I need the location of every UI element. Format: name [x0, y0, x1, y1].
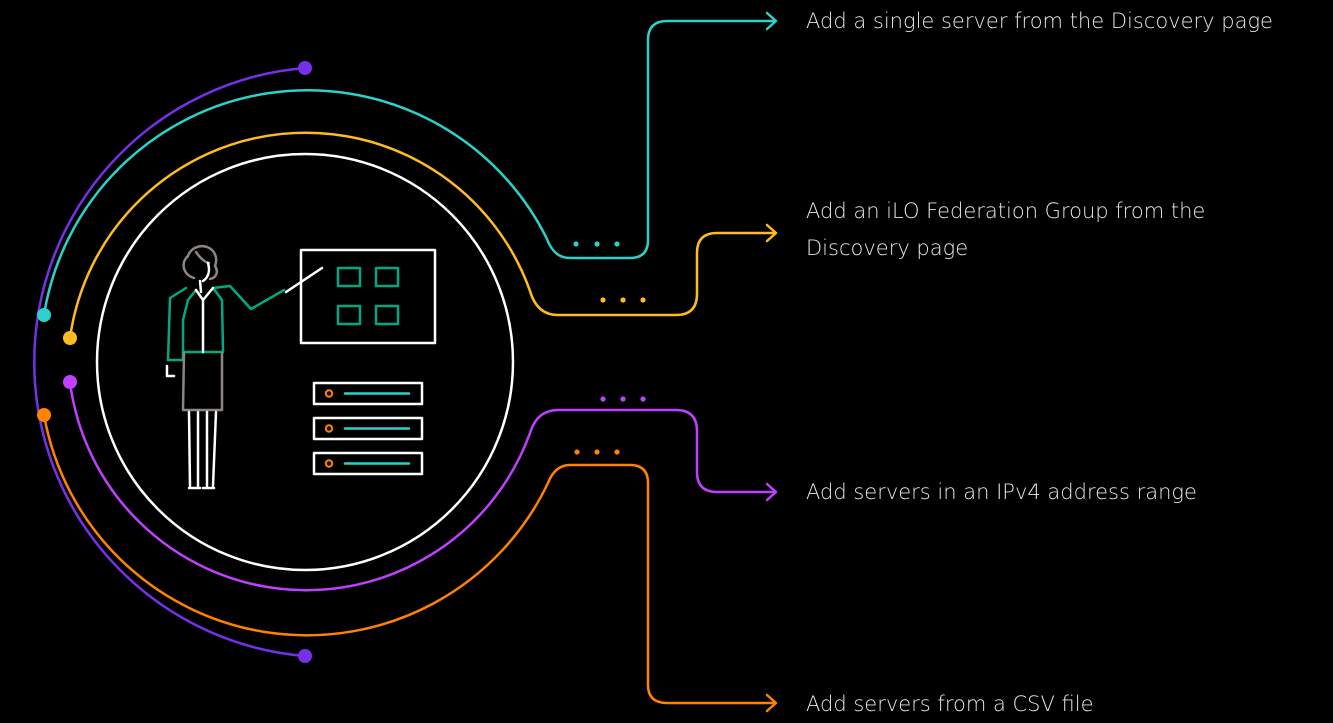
option-label-csv-file: Add servers from a CSV file — [806, 686, 1094, 723]
option-label-ilo-federation-group: Add an iLO Federation Group from the Dis… — [806, 193, 1205, 267]
connector-purple — [68, 380, 777, 592]
connector-yellow — [68, 131, 777, 340]
option-text-line: Add a single server from the Discovery p… — [806, 9, 1273, 33]
presentation-board-icon — [284, 248, 437, 345]
option-label-ipv4-range: Add servers in an IPv4 address range — [806, 474, 1197, 511]
inner-circle — [95, 152, 515, 572]
endpoint-dot-orange — [37, 408, 51, 422]
ellipsis-yellow-icon — [600, 297, 646, 303]
ellipsis-teal-icon — [573, 241, 620, 247]
presenter-icon — [165, 244, 286, 490]
option-label-single-server: Add a single server from the Discovery p… — [806, 3, 1273, 40]
endpoint-dot-teal — [37, 308, 51, 322]
ring-end-dot-bottom — [298, 649, 312, 663]
arrow-orange-icon — [765, 693, 778, 713]
option-text-line: Add servers in an IPv4 address range — [806, 480, 1197, 504]
option-text-line: Add servers from a CSV file — [806, 692, 1094, 716]
outer-ring-arc — [33, 66, 307, 658]
ellipsis-orange-icon — [574, 449, 620, 455]
connector-orange — [42, 413, 777, 705]
arrow-yellow-icon — [765, 223, 778, 243]
ellipsis-purple-icon — [600, 396, 646, 402]
option-text-line: Discovery page — [806, 236, 969, 260]
ring-end-dot-top — [298, 61, 312, 75]
arrow-teal-icon — [765, 11, 778, 31]
endpoint-dot-purple — [63, 375, 77, 389]
connector-teal — [42, 19, 777, 317]
option-text-line: Add an iLO Federation Group from the — [806, 199, 1206, 223]
endpoint-dot-yellow — [63, 331, 77, 345]
arrow-purple-icon — [765, 482, 778, 502]
server-rack-icon — [312, 381, 424, 476]
